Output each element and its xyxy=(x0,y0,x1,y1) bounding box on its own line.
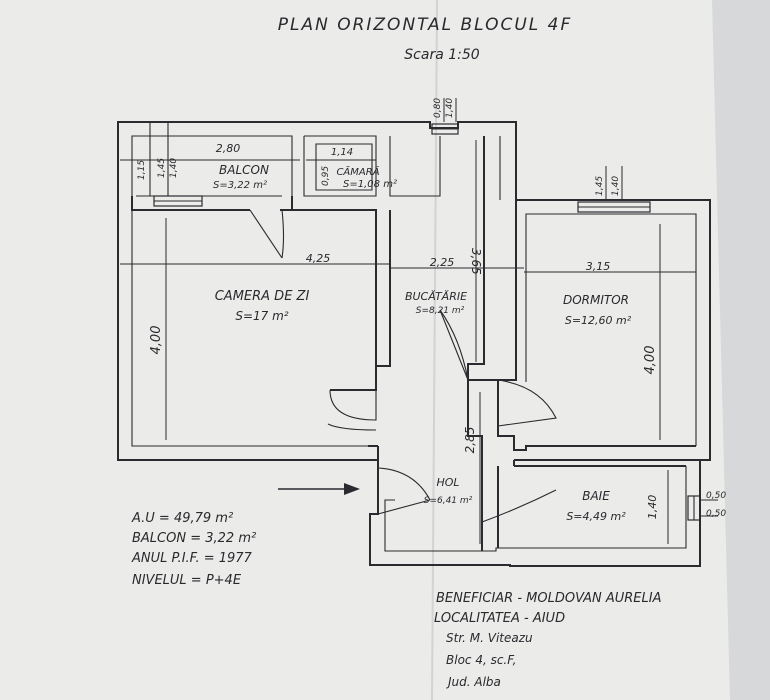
entrance-arrow xyxy=(278,483,360,495)
dim-camera-depth: 4,00 xyxy=(149,326,164,355)
summary-block: A.U = 49,79 m² BALCON = 3,22 m² ANUL P.I… xyxy=(131,511,256,588)
room-hol-name: HOL xyxy=(436,476,459,489)
owner-strada: Str. M. Viteazu xyxy=(446,631,533,645)
plan-scale: Scara 1:50 xyxy=(404,47,479,63)
owner-block: BENEFICIAR - MOLDOVAN AURELIA LOCALITATE… xyxy=(434,591,662,689)
dim-dormitor-window-a: 1,45 xyxy=(595,176,605,196)
windows xyxy=(153,123,701,521)
room-camera-de-zi-area: S=17 m² xyxy=(235,309,288,323)
doors xyxy=(249,209,557,523)
dim-dormitor-width: 3,15 xyxy=(586,260,611,273)
paper xyxy=(0,0,730,700)
room-bucatarie-name: BUCĂTĂRIE xyxy=(405,290,467,303)
dim-kitchen-depth: 3,65 xyxy=(469,248,483,275)
dim-kitchen-window-a: 0,80 xyxy=(433,98,443,118)
owner-judet: Jud. Alba xyxy=(446,675,501,689)
summary-au: A.U = 49,79 m² xyxy=(131,511,233,526)
room-baie-area: S=4,49 m² xyxy=(566,510,626,523)
room-hol-area: S=6,41 m² xyxy=(424,496,473,506)
dim-baie-depth: 1,40 xyxy=(646,495,659,520)
owner-beneficiar: BENEFICIAR - MOLDOVAN AURELIA xyxy=(436,591,662,606)
dim-dormitor-depth: 4,00 xyxy=(643,346,658,375)
dim-camara-width: 1,14 xyxy=(331,147,353,158)
room-camera-de-zi-name: CAMERA DE ZI xyxy=(215,289,310,304)
room-baie-name: BAIE xyxy=(582,489,610,503)
dim-kitchen-window-b: 1,40 xyxy=(445,98,455,118)
summary-anul: ANUL P.I.F. = 1977 xyxy=(131,551,253,566)
dimension-labels: 2,80 1,15 1,45 1,40 1,14 0,95 0,80 1,40 … xyxy=(137,98,726,520)
summary-balcon: BALCON = 3,22 m² xyxy=(132,531,256,546)
dimension-lines xyxy=(120,98,718,544)
summary-nivelul: NIVELUL = P+4E xyxy=(132,573,242,588)
dim-hol-depth: 2,85 xyxy=(463,427,477,454)
dim-baie-window-b: 0,50 xyxy=(706,509,726,519)
room-camara-name: CĂMARĂ xyxy=(336,165,379,178)
room-labels: BALCON S=3,22 m² CĂMARĂ S=1,08 m² CAMERA… xyxy=(213,163,632,523)
room-balcon-name: BALCON xyxy=(219,163,269,177)
dim-balcon-window-b: 1,40 xyxy=(169,158,179,178)
dim-dormitor-window-b: 1,40 xyxy=(611,176,621,196)
dim-balcon-width: 2,80 xyxy=(216,142,241,155)
plan-title: PLAN ORIZONTAL BLOCUL 4F xyxy=(278,15,573,35)
dim-camera-width: 4,25 xyxy=(306,252,331,265)
owner-localitatea: LOCALITATEA - AIUD xyxy=(434,611,565,626)
room-balcon-area: S=3,22 m² xyxy=(213,180,267,191)
dim-camara-depth: 0,95 xyxy=(321,166,331,186)
owner-bloc: Bloc 4, sc.F, xyxy=(446,653,516,667)
room-camara-area: S=1,08 m² xyxy=(343,179,397,190)
room-bucatarie-area: S=8,21 m² xyxy=(416,306,465,316)
dim-kitchen-width: 2,25 xyxy=(430,256,455,269)
paper-fold xyxy=(431,0,438,700)
room-dormitor-area: S=12,60 m² xyxy=(565,314,632,327)
dim-balcon-window-a: 1,45 xyxy=(157,158,167,178)
dim-balcon-depth: 1,15 xyxy=(137,160,147,180)
dim-baie-window-a: 0,50 xyxy=(706,491,726,501)
room-dormitor-name: DORMITOR xyxy=(563,293,629,307)
